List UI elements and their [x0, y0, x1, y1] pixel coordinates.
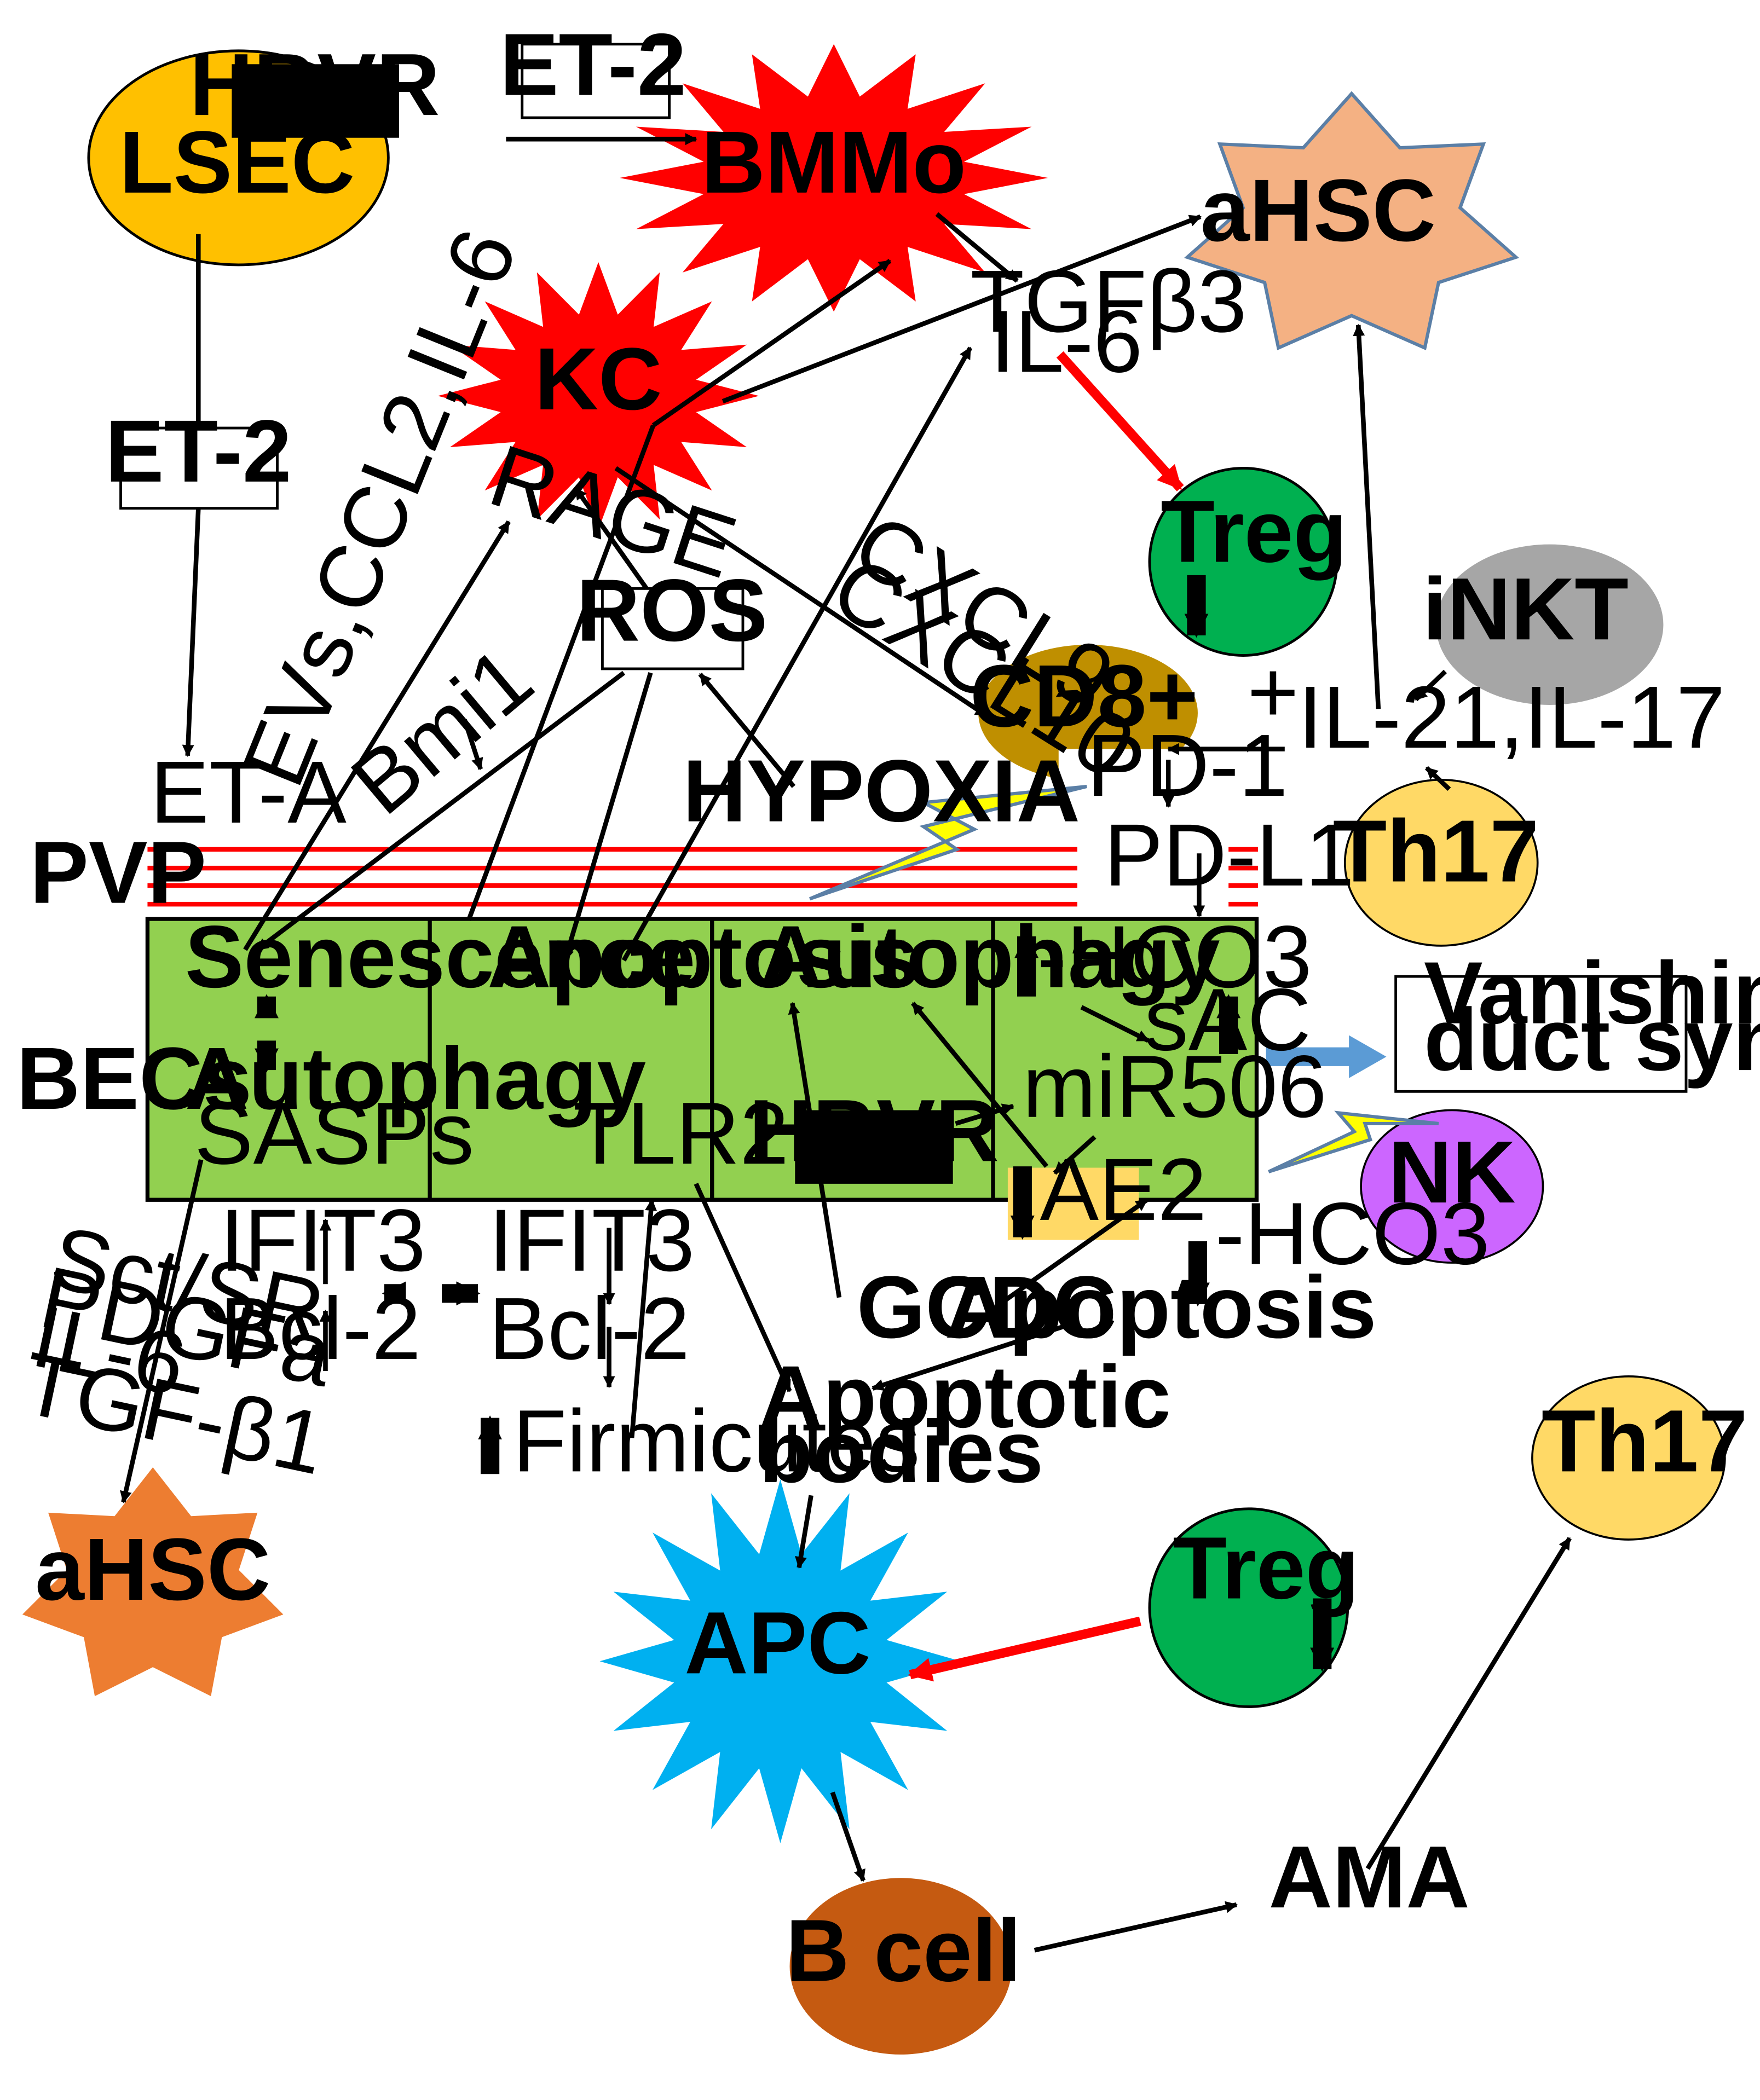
- ae2-label: AE2: [1040, 1141, 1207, 1239]
- vbds-arrow: [1266, 1035, 1387, 1078]
- vbds-label-1: Vanishing bile: [1424, 944, 1760, 1043]
- hbvr-top-box: [232, 64, 399, 138]
- cd8-cell: [978, 644, 1198, 782]
- bcell-cell: [789, 1878, 1012, 2055]
- becs-dividers: [428, 918, 995, 1200]
- et2-top-box: [521, 43, 671, 119]
- red-arrow-il6-treg: [1056, 351, 1184, 491]
- mir506-label: miR506: [1023, 1038, 1327, 1136]
- hypoxia-label: HYPOXIA: [683, 742, 1080, 841]
- ahsc-top-cell: [1184, 91, 1520, 350]
- red-arrow-treg-apc: [908, 1616, 1141, 1682]
- ifit3-left-label: IFIT3: [220, 1191, 425, 1290]
- apoptotic-bodies-label-1: Apoptotic: [759, 1348, 1171, 1447]
- autophagy-cell-label: Autophagy: [759, 908, 1220, 1006]
- senescence-label: Senescence: [185, 908, 696, 1006]
- becs-band: [145, 917, 1259, 1202]
- bmmo-cell: [620, 44, 1048, 312]
- pdl1-label: PD-L1: [1104, 806, 1354, 905]
- ros-label: ROS: [576, 562, 768, 660]
- diagram-text: LSEC HBVR ET-2 BMMo aHSC TGFβ3 IL-6 KC E…: [14, 16, 1760, 2000]
- th17-bottom-label: Th17: [1542, 1392, 1747, 1490]
- treg-top-label: Treg: [1161, 482, 1347, 581]
- il21-il17-label: IL-21,IL-17: [1298, 668, 1725, 767]
- apoptotic-bodies-label-2: bodies: [759, 1403, 1043, 1501]
- ahsc-top-label: aHSC: [1201, 161, 1436, 260]
- pvp-label: PVP: [30, 824, 206, 922]
- kc-cell: [437, 262, 759, 530]
- apc-label: APC: [684, 1594, 871, 1692]
- ahsc-bottom-label: aHSC: [35, 1520, 270, 1619]
- cd8-label: CD8+: [970, 647, 1198, 745]
- becs-label: BECs: [16, 1029, 252, 1128]
- connectors: [120, 133, 1572, 1953]
- th17-bottom-cell: [1531, 1375, 1726, 1541]
- th17-right-label: Th17: [1333, 802, 1539, 901]
- sac-label: sAC: [1144, 971, 1311, 1069]
- firmicutes-label: Firmicutes: [513, 1392, 920, 1490]
- et2-top-label: ET-2: [500, 16, 686, 114]
- tgfb3-label: TGFβ3: [970, 252, 1247, 351]
- bmmo-label: BMMo: [701, 113, 966, 212]
- inkt-label: iNKT: [1423, 560, 1629, 658]
- hco3-out-label: -HCO3: [1215, 1185, 1490, 1283]
- treg-bottom-cell: [1148, 1507, 1349, 1708]
- kc-label: KC: [535, 330, 662, 429]
- et2-left-label: ET-2: [105, 402, 292, 501]
- hbvr-becs-label: HBVR: [749, 1081, 999, 1180]
- inkt-cell: [1435, 544, 1664, 705]
- lightning-nk: [1268, 1110, 1439, 1173]
- il6-top-label: IL-6: [990, 292, 1142, 391]
- sasps-label: SASPs: [194, 1084, 474, 1183]
- et-a-label: ET-A: [150, 743, 347, 842]
- gcdc-label: GCDC: [857, 1258, 1117, 1357]
- autophagy-sen-label: Autophagy: [185, 1029, 646, 1128]
- pd1-label: PD-1: [1087, 716, 1288, 815]
- apoptosis-cell-label: Apoptosis: [487, 908, 919, 1006]
- ahsc-bottom-cell: [22, 1467, 284, 1697]
- vbds-box: [1394, 975, 1688, 1093]
- apoptosis-lower-label: Apoptosis: [945, 1258, 1377, 1357]
- cd8-pd1-cutout: [1058, 749, 1179, 809]
- hco3-in-label: -HCO3: [1037, 908, 1312, 1006]
- bcl2-left-label: Bcl-2: [220, 1280, 421, 1378]
- treg-bottom-label: Treg: [1173, 1519, 1359, 1618]
- plus-label: +: [1247, 643, 1299, 742]
- pvp-lines: [147, 847, 1258, 907]
- tlr2-label: TLR2: [573, 1084, 789, 1183]
- bcell-label: B cell: [786, 1901, 1021, 2000]
- apc-cell: [599, 1479, 961, 1843]
- nk-cell: [1360, 1109, 1544, 1264]
- bcl2-right-label: Bcl-2: [489, 1280, 690, 1378]
- thick-arrows: [254, 575, 1335, 1672]
- lsec-label: LSEC: [119, 113, 355, 212]
- et2-left-box: [119, 426, 279, 510]
- ama-label: AMA: [1268, 1828, 1469, 1927]
- nk-label: NK: [1388, 1123, 1516, 1222]
- vbds-label-2: duct syndrome: [1424, 991, 1760, 1089]
- ros-box: [601, 587, 745, 670]
- hbvr-top-label: HBVR: [189, 36, 440, 134]
- lightning-pvp: [809, 785, 1087, 901]
- ifit3-right-label: IFIT3: [489, 1191, 695, 1290]
